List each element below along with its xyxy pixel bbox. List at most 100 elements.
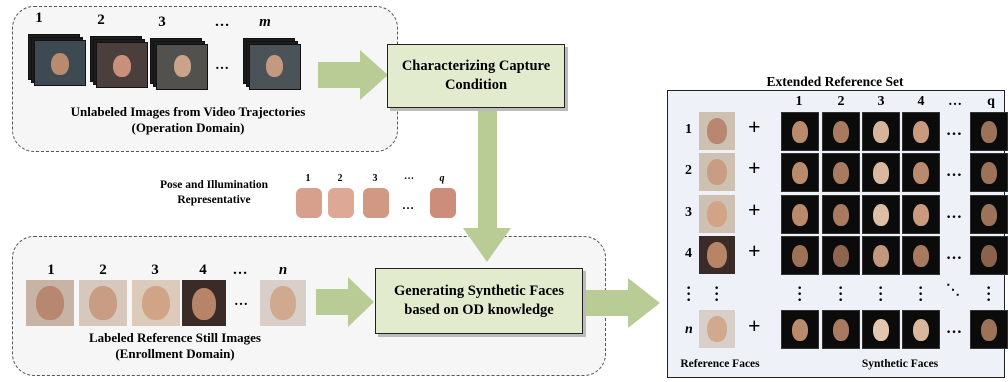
synthetic-ellipsis-1: … (946, 122, 962, 139)
still-number-2: 2 (99, 262, 107, 278)
synthetic-face-2-3 (862, 153, 900, 192)
plus-2: + (748, 155, 761, 180)
characterizing-line1: Characterizing Capture (401, 58, 551, 74)
synthetic-face-4-4 (902, 236, 940, 275)
synthetic-face-4-1 (781, 236, 819, 275)
pose-face-3 (363, 188, 389, 218)
characterizing-line2: Condition (444, 77, 508, 93)
reference-face-3 (699, 195, 735, 233)
plus-1: + (748, 114, 761, 139)
pose-illumination-label: Pose and Illumination Representative (148, 178, 280, 208)
synthetic-face-1-3 (862, 112, 900, 151)
pose-face-1 (296, 188, 322, 218)
set-col-4: 4 (917, 94, 925, 109)
pose-label-line2: Representative (177, 194, 251, 206)
arrow-to-characterizing (318, 50, 388, 100)
synthetic-ellipsis-4: … (946, 246, 962, 263)
plus-n: + (748, 313, 761, 338)
still-face-4 (182, 280, 226, 326)
enrollment-caption-line1: Labeled Reference Still Images (89, 330, 261, 345)
synthetic-face-n-2 (822, 310, 860, 349)
synthetic-face-2-2 (822, 153, 860, 192)
arrow-stills-to-generating (316, 277, 374, 327)
plus-3: + (748, 197, 761, 222)
pose-number-3: 3 (372, 173, 378, 184)
row-vdots-num: ··· (686, 280, 692, 309)
video-number-1: 1 (35, 10, 43, 26)
row-vdots-c3: ··· (878, 280, 884, 309)
generating-line2: based on OD knowledge (404, 302, 554, 318)
synthetic-faces-label: Synthetic Faces (861, 358, 939, 370)
set-col-3: 3 (877, 94, 885, 109)
synthetic-face-3-2 (822, 195, 860, 234)
set-col-1: 1 (795, 94, 803, 109)
set-row-n: n (685, 322, 693, 337)
still-ellipsis: … (234, 294, 248, 309)
still-face-n (260, 280, 306, 326)
video-trajectory-1 (28, 34, 86, 86)
synthetic-face-4-2 (822, 236, 860, 275)
row-diag-dots: ⋱ (946, 283, 960, 298)
enrollment-domain-caption: Labeled Reference Still Images (Enrollme… (40, 330, 310, 362)
synthetic-face-n-3 (862, 310, 900, 349)
still-face-3 (132, 280, 180, 326)
still-number-ellipsis: … (232, 262, 248, 278)
row-vdots-cq: ··· (986, 280, 992, 309)
set-row-1: 1 (685, 122, 692, 137)
pose-number-1: 1 (305, 173, 311, 184)
reference-face-n (699, 310, 735, 348)
pose-number-ellipsis: … (404, 171, 414, 182)
plus-4: + (748, 238, 761, 263)
still-face-1 (26, 280, 74, 326)
synthetic-face-2-1 (781, 153, 819, 192)
still-number-1: 1 (47, 262, 55, 278)
video-number-2: 2 (97, 12, 105, 28)
video-trajectory-3 (150, 38, 208, 90)
row-vdots-ref: ··· (714, 280, 720, 309)
synthetic-face-3-1 (781, 195, 819, 234)
still-face-2 (79, 280, 127, 326)
synthetic-ellipsis-n: … (946, 320, 962, 337)
arrow-to-extended-set (580, 278, 660, 328)
generating-synthetic-box: Generating Synthetic Faces based on OD k… (375, 268, 583, 334)
set-col-q: q (987, 94, 995, 109)
reference-face-2 (699, 153, 735, 191)
synthetic-face-1-4 (902, 112, 940, 151)
video-number-m: m (259, 14, 271, 30)
video-trajectory-2 (90, 36, 148, 88)
synthetic-face-1-2 (822, 112, 860, 151)
pose-label-line1: Pose and Illumination (160, 179, 268, 191)
set-row-4: 4 (685, 246, 692, 261)
synthetic-face-n-1 (781, 310, 819, 349)
enrollment-caption-line2: (Enrollment Domain) (115, 346, 235, 361)
set-col-ellipsis: … (948, 94, 962, 109)
set-row-2: 2 (685, 163, 692, 178)
extended-set-title: Extended Reference Set (766, 74, 904, 89)
synthetic-face-4-3 (862, 236, 900, 275)
reference-faces-label: Reference Faces (680, 358, 760, 370)
reference-face-1 (699, 112, 735, 150)
pose-face-2 (328, 188, 354, 218)
synthetic-face-3-q (970, 195, 1008, 234)
video-number-ellipsis: … (214, 14, 230, 30)
synthetic-face-n-q (970, 310, 1008, 349)
characterizing-capture-box: Characterizing Capture Condition (387, 44, 565, 108)
operation-caption-line1: Unlabeled Images from Video Trajectories (70, 104, 306, 119)
row-vdots-c4: ··· (918, 280, 924, 309)
synthetic-ellipsis-2: … (946, 163, 962, 180)
synthetic-face-3-4 (902, 195, 940, 234)
operation-caption-line2: (Operation Domain) (131, 120, 245, 135)
video-ellipsis: … (215, 58, 229, 73)
generating-line1: Generating Synthetic Faces (394, 283, 564, 299)
synthetic-ellipsis-3: … (946, 205, 962, 222)
still-number-4: 4 (199, 262, 207, 278)
video-number-3: 3 (158, 14, 166, 30)
video-trajectory-m (243, 38, 301, 90)
reference-face-4 (699, 236, 735, 274)
synthetic-face-3-3 (862, 195, 900, 234)
synthetic-face-n-4 (902, 310, 940, 349)
pose-number-q: q (439, 173, 445, 184)
row-vdots-c2: ··· (838, 280, 844, 309)
pose-number-2: 2 (337, 173, 343, 184)
